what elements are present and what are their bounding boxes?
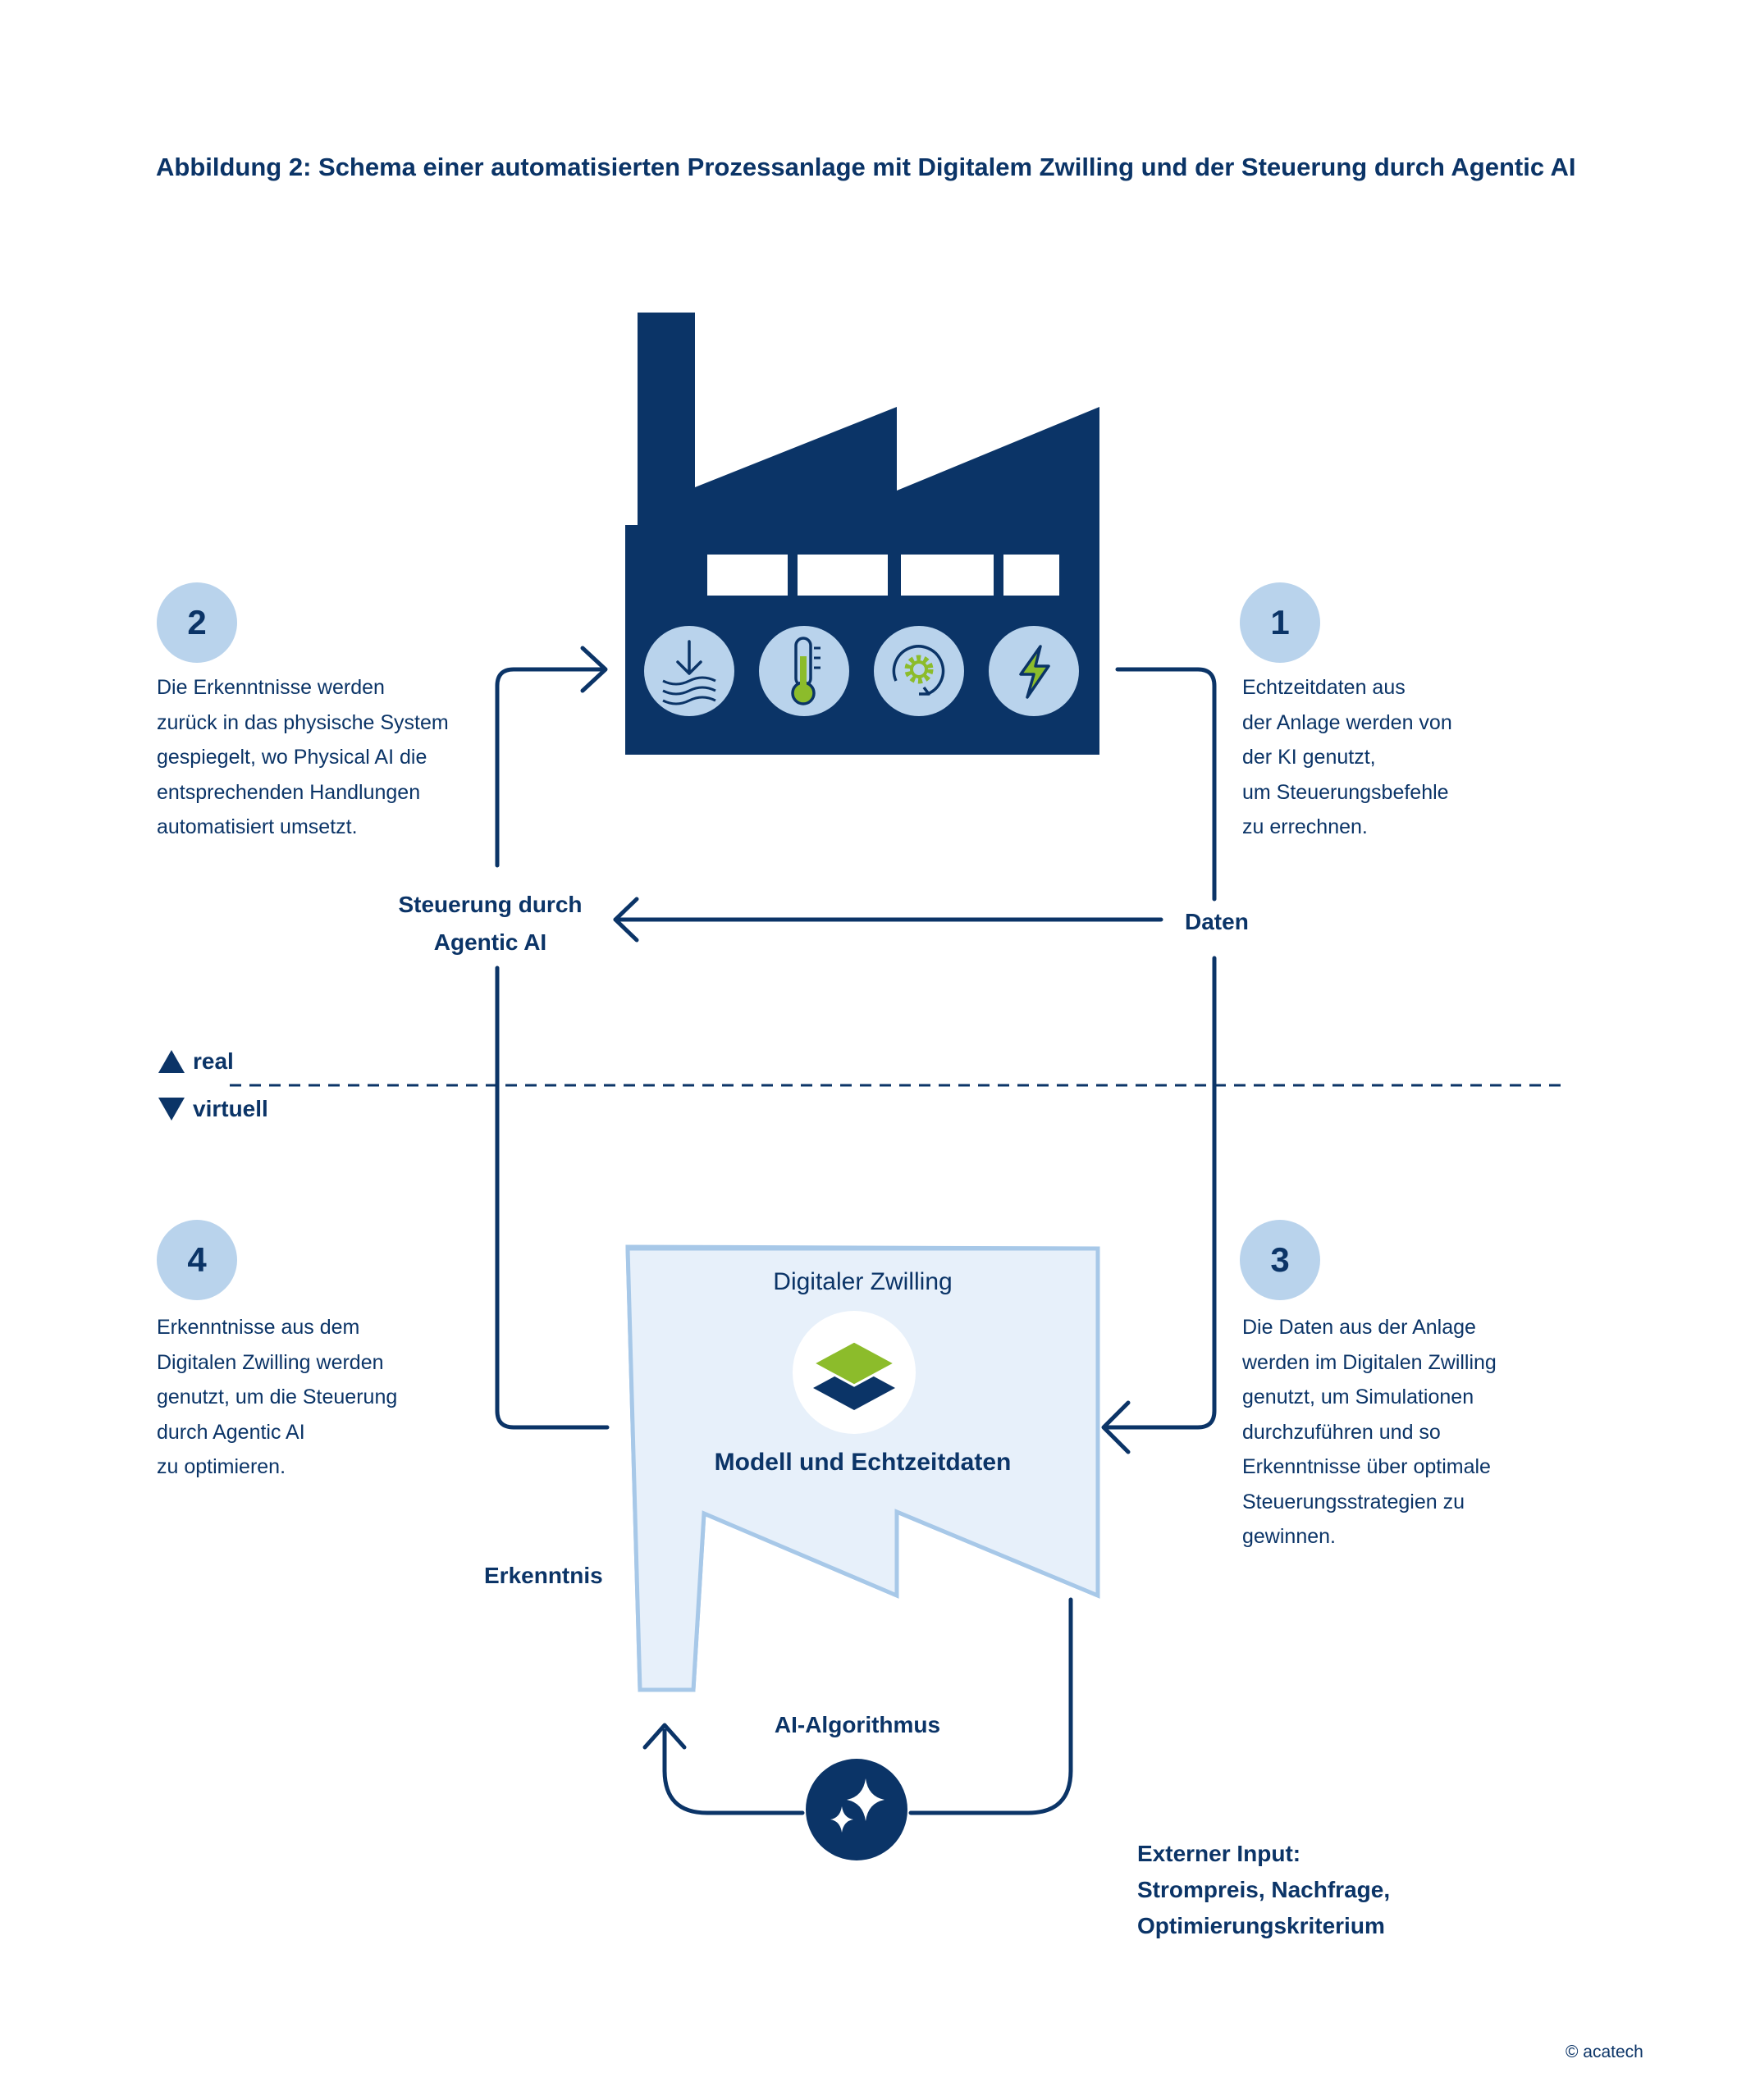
virtual-marker: virtuell [158,1096,268,1122]
triangle-up-icon [158,1050,185,1073]
factory-building [625,313,1099,755]
sparkle-icon [806,1759,907,1860]
label-steuerung: Steuerung durch Agentic AI [398,892,583,955]
download-waves-icon [644,626,734,716]
step-3-badge: 3 [1240,1220,1320,1300]
factory-window [1003,555,1059,596]
gear-cycle-icon [874,626,964,716]
label-erkenntnis: Erkenntnis [484,1563,603,1588]
step-2-text: Die Erkenntnisse werden zurück in das ph… [157,676,449,838]
step-4-text: Erkenntnisse aus dem Digitalen Zwilling … [157,1316,398,1478]
label-virtuell: virtuell [193,1096,268,1121]
step-3-text: Die Daten aus der Anlage werden im Digit… [1242,1316,1497,1548]
ai-loop-line [662,1597,1073,1815]
step-1-text: Echtzeitdaten aus der Anlage werden von … [1242,676,1452,838]
label-external-input: Externer Input: Strompreis, Nachfrage, O… [1137,1841,1391,1938]
lightning-icon [989,626,1079,716]
label-daten: Daten [1185,909,1249,934]
label-ai-algorithmus: AI-Algorithmus [774,1712,941,1737]
layers-icon [793,1311,916,1434]
factory-window [901,555,994,596]
factory-window [707,555,788,596]
arrow-into-twin [1101,1400,1131,1454]
real-marker: real [158,1048,234,1075]
copyright: © acatech [1566,2043,1643,2061]
step-2-badge: 2 [157,582,237,663]
step-4-badge: 4 [157,1220,237,1300]
control-arrow-head [613,897,639,943]
ai-loop-arrow-head [642,1723,687,1750]
triangle-down-icon [158,1098,185,1121]
data-flow-line [1105,667,1217,1430]
figure-title: Abbildung 2: Schema einer automatisierte… [156,153,1576,181]
step-1-badge: 1 [1240,582,1320,663]
factory-window [798,555,888,596]
digital-twin-top [625,1246,1100,1692]
arrow-into-factory [580,646,608,693]
twin-title: Digitaler Zwilling [773,1268,953,1295]
label-real: real [193,1048,234,1074]
feedback-line [495,667,610,1430]
twin-subtitle: Modell und Echtzeitdaten [714,1449,1012,1476]
thermometer-icon [759,626,849,716]
